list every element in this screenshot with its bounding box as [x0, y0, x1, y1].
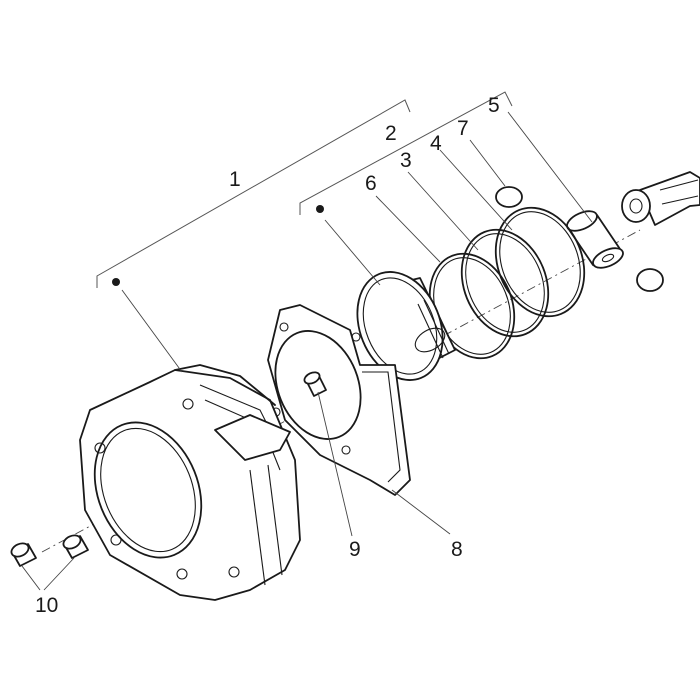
piston-pin	[566, 210, 624, 269]
callout-4: 4	[430, 132, 442, 155]
center-axis	[41, 229, 641, 553]
bracket-assembly-2	[299, 91, 513, 215]
callout-7: 7	[457, 117, 469, 140]
circlip-upper	[495, 186, 523, 208]
callout-9: 9	[349, 538, 361, 561]
callout-10: 10	[35, 594, 58, 617]
callout-2: 2	[385, 122, 397, 145]
cylinder-base-gasket	[267, 304, 411, 496]
cylinder-block	[79, 364, 301, 601]
dowel-pin-9	[303, 371, 327, 397]
piston-ring-4	[494, 206, 586, 318]
callout-5: 5	[488, 94, 500, 117]
piston-ring-3	[460, 228, 550, 338]
piston	[356, 271, 456, 381]
bracket-assembly-1	[96, 99, 411, 288]
connecting-rod	[621, 171, 700, 226]
callout-1: 1	[229, 168, 241, 191]
callout-3: 3	[400, 149, 412, 172]
callout-8: 8	[451, 538, 463, 561]
callout-6: 6	[365, 172, 377, 195]
leader-lines	[21, 111, 593, 591]
circlip-lower	[636, 268, 664, 292]
dowel-pins-10	[10, 534, 89, 567]
